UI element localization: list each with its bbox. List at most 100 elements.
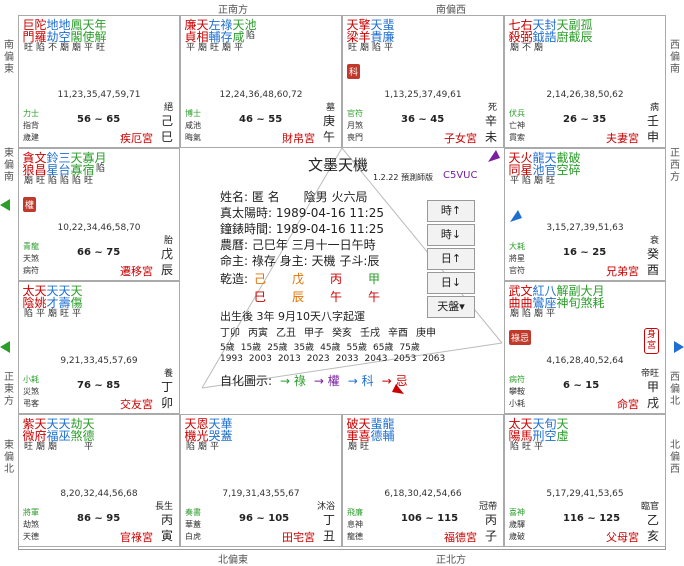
palace-name: 疾厄宮 bbox=[120, 132, 153, 145]
star-name: 年 解 bbox=[94, 18, 107, 44]
daxian-range: 116 ~ 125 bbox=[563, 513, 621, 524]
star-name: 蜚 廉 bbox=[382, 18, 395, 44]
star: 天 傷平 bbox=[71, 285, 83, 319]
star: 文 昌旺 bbox=[35, 152, 47, 186]
star: 副 截 bbox=[569, 19, 581, 53]
daxian-range: 36 ~ 45 bbox=[401, 114, 445, 125]
star: 天 刑平 bbox=[533, 418, 545, 452]
info-line-1: 姓名: 匿 名 陰男 火六局 bbox=[220, 190, 368, 204]
dayun-age: 55歲 bbox=[346, 343, 367, 353]
star: 華 蓋 bbox=[220, 417, 233, 452]
minor-star: 白虎 bbox=[185, 532, 201, 541]
star: 八 座平 bbox=[545, 285, 557, 319]
star-brightness: 廟 bbox=[197, 442, 207, 452]
star: 月 耗 bbox=[593, 285, 605, 319]
minor-star: 病符 bbox=[23, 266, 39, 275]
star-name: 紅 鸞 bbox=[532, 284, 545, 310]
star: 孤 辰 bbox=[581, 19, 593, 53]
star: 地 劫不 bbox=[47, 19, 59, 53]
info-line-4: 農曆: 己巳年 三月十一日午時 bbox=[220, 238, 376, 252]
star: 左 輔旺 bbox=[209, 19, 221, 53]
star-list: 巨 門旺陀 羅陷地 劫不地 空廟鳳 閣廟天 使平年 解旺 bbox=[23, 18, 107, 53]
star-brightness: 廟 bbox=[47, 442, 57, 452]
star-brightness: 陷 bbox=[71, 176, 81, 186]
star-brightness: 廟 bbox=[347, 442, 357, 452]
palace-name: 父母宮 bbox=[606, 531, 639, 544]
star-brightness: 平 bbox=[383, 43, 393, 53]
hour-down-button[interactable]: 時↓ bbox=[427, 224, 475, 246]
palace-stem: 丙 bbox=[160, 513, 173, 527]
dayun-year: 2023 bbox=[306, 354, 330, 364]
hour-up-button[interactable]: 時↑ bbox=[427, 200, 475, 222]
star: 天 姚平 bbox=[35, 285, 47, 319]
star: 鳳 閣廟 bbox=[71, 19, 83, 53]
tianpan-dropdown[interactable]: 天盤▾ bbox=[427, 296, 475, 318]
star-list: 貪 狼廟文 昌旺鈴 星陷三 台陷天 寡陷寡 宿旺月陷 bbox=[23, 151, 107, 186]
star: 七 殺廟 bbox=[508, 18, 521, 53]
dayun-pair: 癸亥 bbox=[332, 328, 352, 339]
star-name: 劫 煞 bbox=[70, 417, 83, 443]
star-name: 天 喜 bbox=[358, 417, 371, 443]
star-name: 華 蓋 bbox=[220, 417, 233, 443]
life-phase: 臨官 bbox=[640, 502, 659, 512]
minor-star: 小耗 bbox=[509, 399, 525, 408]
day-down-button[interactable]: 日↓ bbox=[427, 272, 475, 294]
branch-hour: 午 bbox=[368, 290, 381, 304]
dayun-age: 45歲 bbox=[320, 343, 341, 353]
minor-star: 弔客 bbox=[23, 399, 39, 408]
star-name: 鈴 星 bbox=[46, 151, 59, 177]
star-name: 截 空 bbox=[556, 151, 569, 177]
star: 天 相廟 bbox=[197, 19, 209, 53]
star-name: 旬 空 bbox=[544, 417, 557, 443]
star-name: 恩 光 bbox=[196, 417, 209, 443]
xiaoxian-ages: 12,24,36,48,60,72 bbox=[219, 90, 303, 100]
star-brightness: 平 bbox=[509, 176, 519, 186]
minor-star: 將軍 bbox=[23, 508, 39, 517]
palace-stem: 辛 bbox=[484, 114, 497, 128]
hua-badge: 科 bbox=[347, 64, 361, 79]
star-name: 天 壽 bbox=[58, 284, 71, 310]
dayun-age: 5歲 bbox=[220, 343, 235, 353]
star-name: 天 貴 bbox=[370, 18, 383, 44]
xiaoxian-ages: 2,14,26,38,50,62 bbox=[546, 90, 624, 100]
star-list: 天 梁旺擎 羊廟天 貴陷蜚 廉平 bbox=[347, 18, 395, 53]
life-phase: 病 bbox=[649, 103, 659, 113]
star-brightness: 廟 bbox=[533, 43, 543, 53]
star: 太 陽陷 bbox=[509, 418, 521, 452]
palace-branch: 未 bbox=[484, 130, 497, 144]
palace-stem: 甲 bbox=[646, 380, 659, 394]
dir-right-3: 西偏北 bbox=[670, 372, 680, 407]
star: 年 解旺 bbox=[94, 18, 107, 53]
star-brightness: 陷 bbox=[371, 43, 381, 53]
day-up-button[interactable]: 日↑ bbox=[427, 248, 475, 270]
star-name: 七 殺 bbox=[508, 18, 521, 44]
star-name: 天 虛 bbox=[556, 417, 569, 443]
star: 天 馬旺 bbox=[521, 418, 533, 452]
star: 破 碎 bbox=[569, 152, 581, 186]
star-brightness: 陷 bbox=[245, 31, 255, 41]
star: 天 虛 bbox=[556, 417, 569, 452]
star: 解 神 bbox=[557, 285, 569, 319]
star-name: 龍 池 bbox=[532, 151, 545, 177]
star: 右 弼不 bbox=[521, 19, 533, 53]
star-brightness: 陷 bbox=[47, 176, 57, 186]
daxian-range: 86 ~ 95 bbox=[77, 513, 121, 524]
star: 天 使平 bbox=[83, 19, 95, 53]
info-line-2: 真太陽時: 1989-04-16 11:25 bbox=[220, 206, 384, 220]
branches-row: 巳 辰 午 午 bbox=[254, 288, 380, 305]
minor-star: 飛廉 bbox=[347, 508, 363, 517]
star-name: 天 同 bbox=[508, 151, 521, 177]
star: 天 機陷 bbox=[185, 418, 197, 452]
